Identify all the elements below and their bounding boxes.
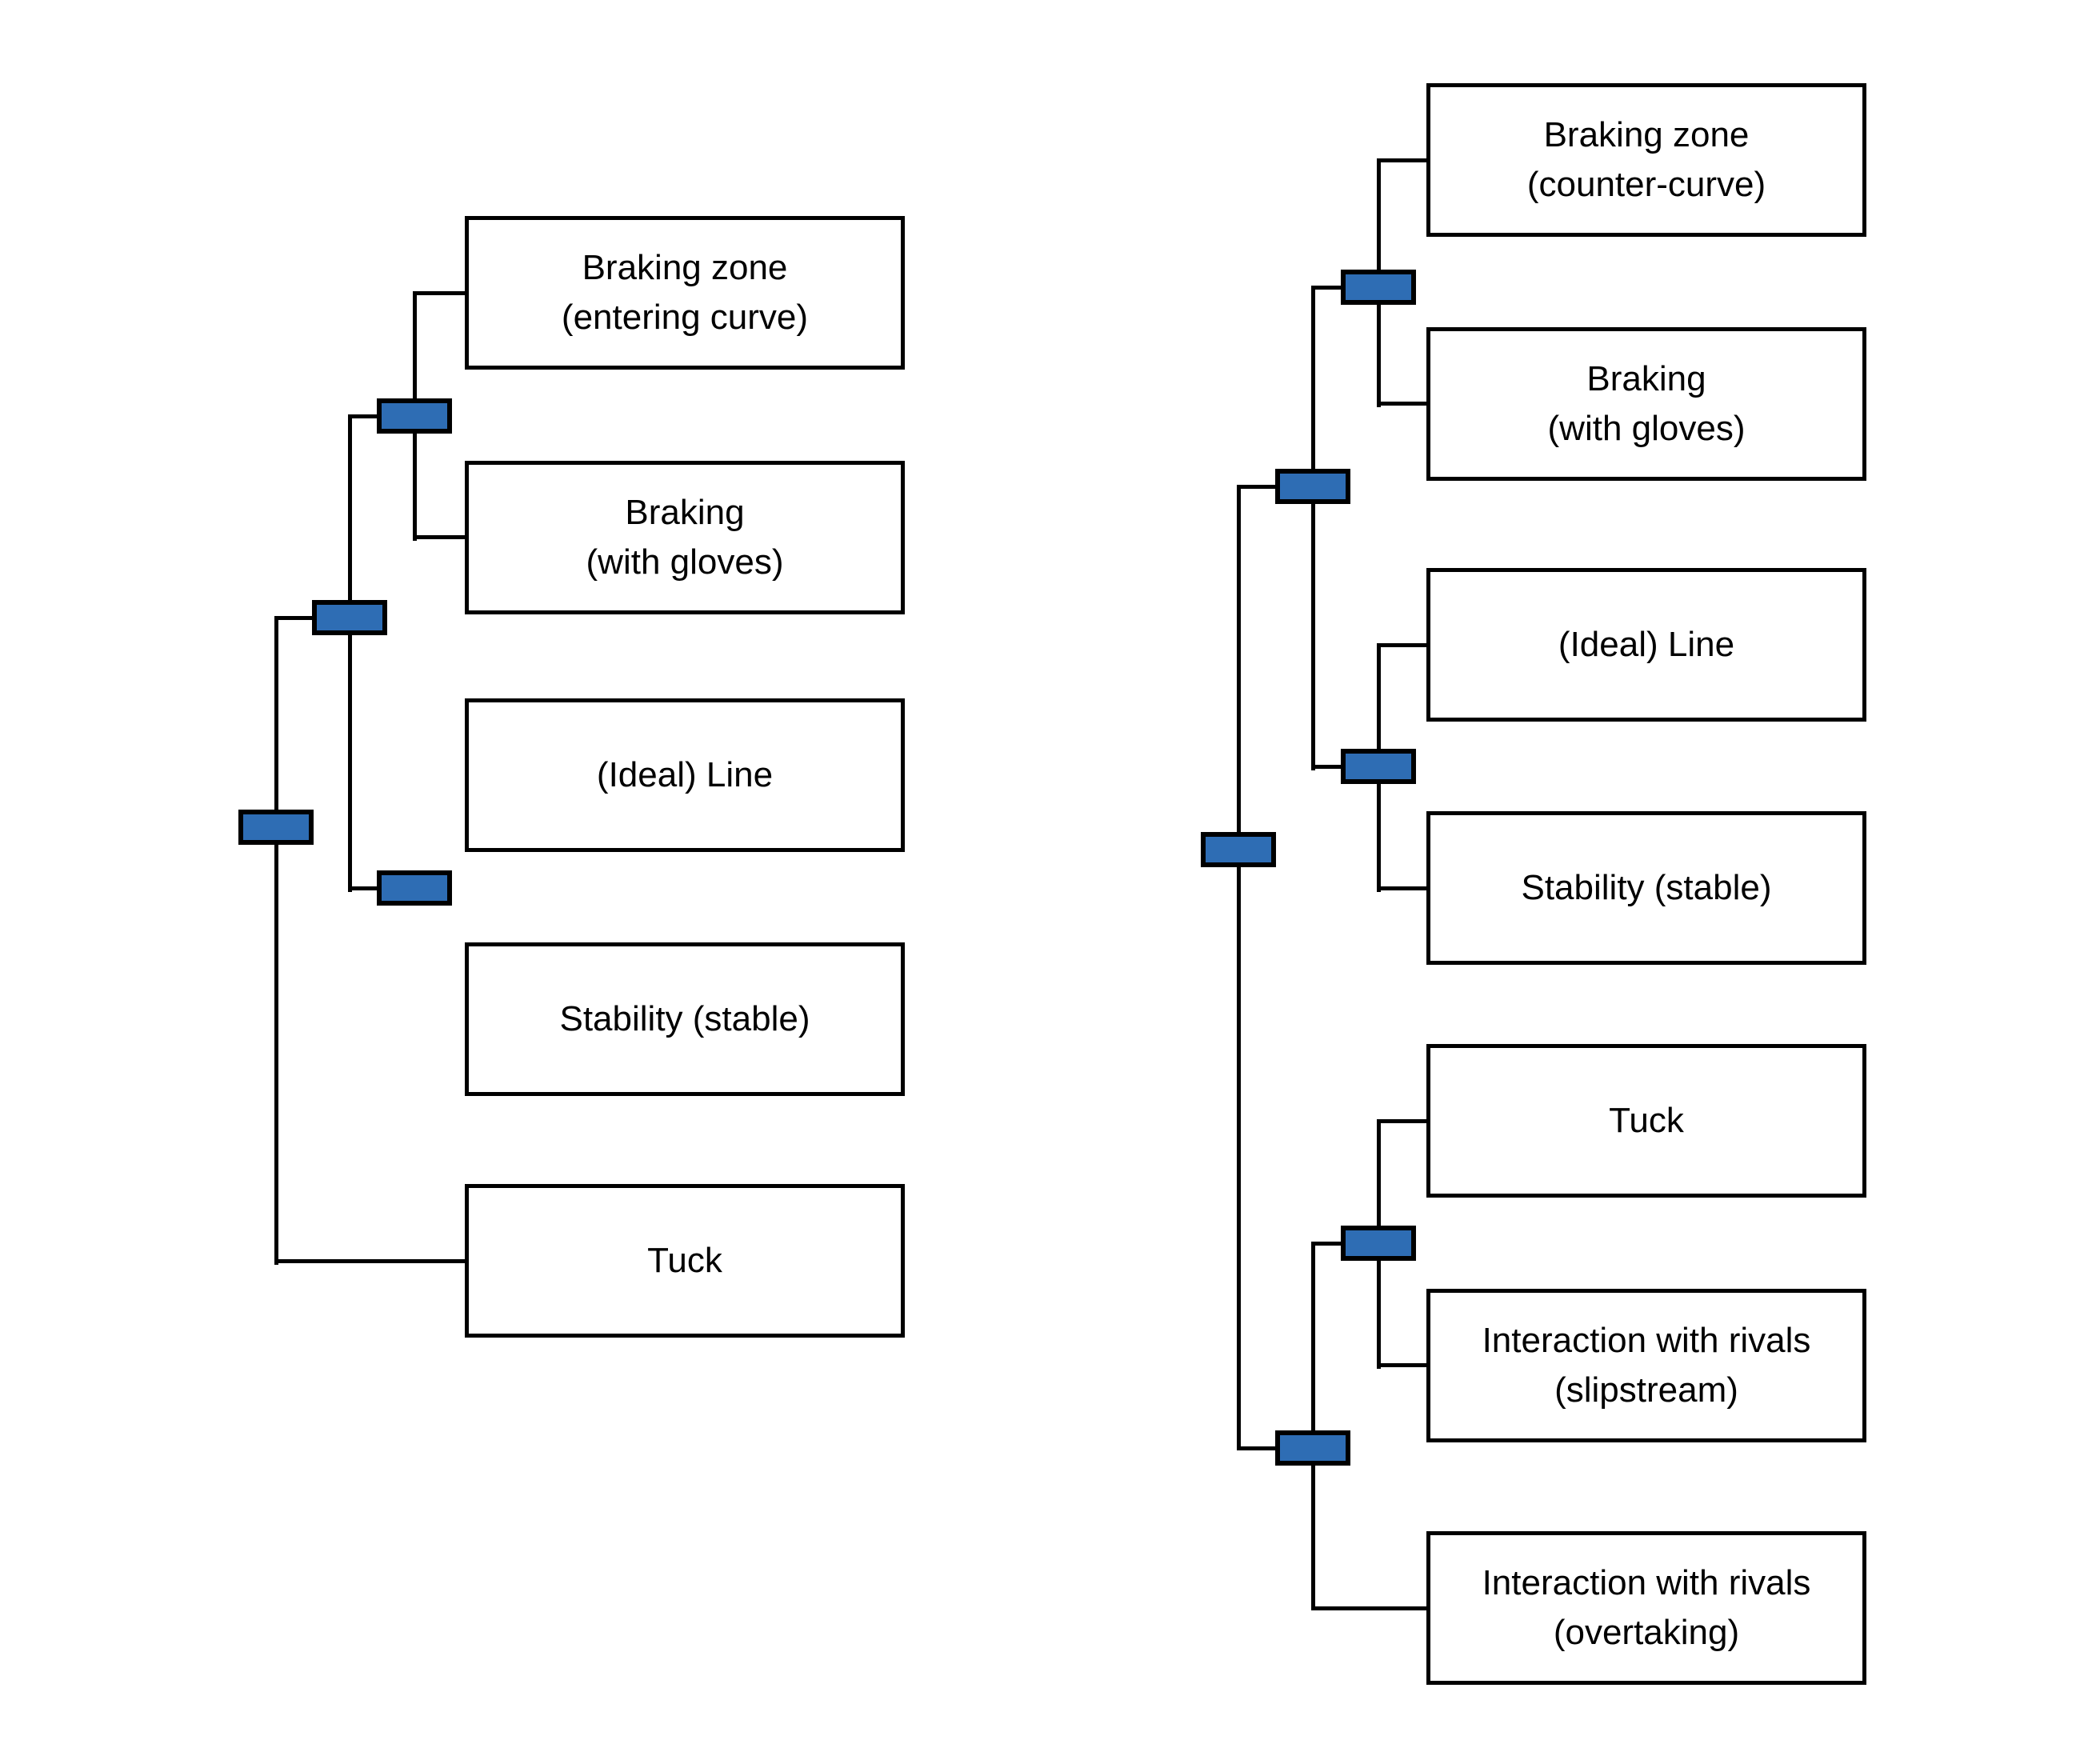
tree-edge [413,291,465,295]
cluster-node-right-upper [1275,469,1350,504]
tree-edge [1377,1363,1426,1367]
tree-edge [1377,1119,1426,1123]
tree-edge [1311,286,1315,770]
tree-edge [348,414,352,892]
right-leaf-interaction-slipstream: Interaction with rivals (slipstream) [1426,1289,1866,1442]
left-leaf-braking-zone-entering-curve: Braking zone (entering curve) [465,216,905,370]
tree-edge [1311,1606,1430,1610]
right-leaf-braking-zone-counter-curve: Braking zone (counter-curve) [1426,83,1866,237]
left-leaf-stability-stable: Stability (stable) [465,942,905,1096]
left-leaf-braking-with-gloves: Braking (with gloves) [465,461,905,614]
left-leaf-tuck: Tuck [465,1184,905,1338]
tree-edge [413,535,465,539]
right-leaf-braking-with-gloves: Braking (with gloves) [1426,327,1866,481]
cluster-node-left-line-stability [377,870,452,906]
tree-edge [1377,158,1426,162]
tree-edge [1377,886,1426,890]
tree-edge [1311,1242,1315,1610]
tree-edge [1377,402,1426,406]
cluster-node-left-upper [312,600,387,635]
cluster-node-right-braking [1341,270,1416,305]
tree-edge [1311,1242,1345,1246]
right-leaf-stability-stable: Stability (stable) [1426,811,1866,965]
cluster-node-left-root [238,810,314,845]
tree-edge [1311,286,1345,290]
tree-edge [1237,485,1279,489]
tree-edge [1237,1446,1279,1450]
tree-edge [274,616,313,620]
tree-edge [274,1259,469,1263]
tree-edge [1377,643,1426,647]
right-leaf-ideal-line: (Ideal) Line [1426,568,1866,722]
right-leaf-interaction-overtaking: Interaction with rivals (overtaking) [1426,1531,1866,1685]
tree-edge [348,414,378,418]
right-leaf-tuck: Tuck [1426,1044,1866,1198]
cluster-node-right-lower [1275,1430,1350,1466]
tree-edge [348,886,378,890]
tree-edge [1311,765,1345,769]
left-leaf-ideal-line: (Ideal) Line [465,698,905,852]
tree-edge [274,616,278,1265]
cluster-node-right-tuck-slipstream [1341,1226,1416,1261]
cluster-node-right-line-stability [1341,749,1416,784]
tree-edge [1237,485,1241,1450]
cluster-node-right-root [1201,832,1276,867]
cluster-node-left-braking [377,398,452,434]
